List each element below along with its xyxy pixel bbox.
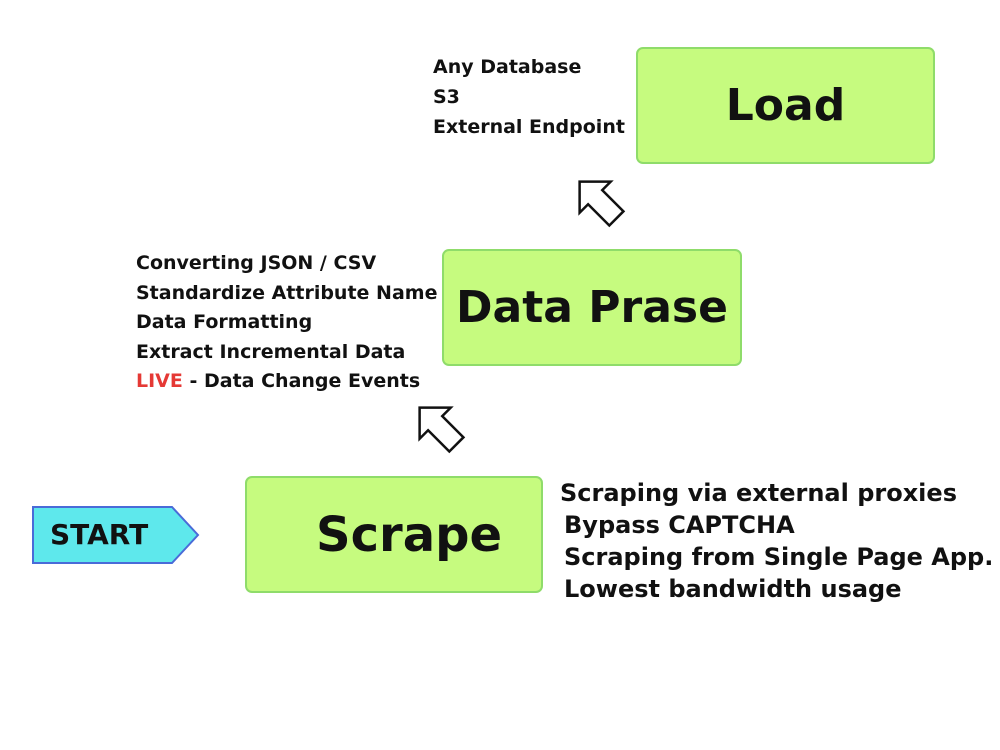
data-parse-note: Data Formatting <box>136 311 313 333</box>
live-tag: LIVE <box>136 370 183 392</box>
load-notes: Any Database S3 External Endpoint <box>433 52 625 142</box>
data-parse-stage-box: Data Prase <box>442 249 742 366</box>
data-parse-note: Standardize Attribute Name <box>136 281 438 304</box>
scrape-stage-box: Scrape <box>245 476 543 593</box>
load-note: S3 <box>433 86 460 108</box>
scrape-notes: Scraping via external proxies Bypass CAP… <box>560 477 993 605</box>
parse-to-load-arrow-icon <box>568 170 628 230</box>
scrape-note: Scraping via external proxies <box>560 479 957 507</box>
data-parse-note: Converting JSON / CSV <box>136 252 377 274</box>
load-note: External Endpoint <box>433 116 625 138</box>
scrape-note: Bypass CAPTCHA <box>564 511 795 539</box>
start-tag-shape-icon <box>32 506 200 564</box>
scrape-to-parse-arrow-icon <box>408 396 468 456</box>
load-stage-box: Load <box>636 47 935 164</box>
scrape-note: Scraping from Single Page App. <box>564 543 994 571</box>
live-note-text: - Data Change Events <box>182 370 421 392</box>
load-note: Any Database <box>433 56 582 78</box>
start-label: START <box>50 518 149 551</box>
scrape-note: Lowest bandwidth usage <box>564 575 902 603</box>
data-parse-note: Extract Incremental Data <box>136 340 406 363</box>
data-parse-live-note: LIVE - Data Change Events <box>136 367 437 397</box>
start-tag: START <box>32 506 200 564</box>
data-parse-notes: Converting JSON / CSV Standardize Attrib… <box>136 249 437 397</box>
